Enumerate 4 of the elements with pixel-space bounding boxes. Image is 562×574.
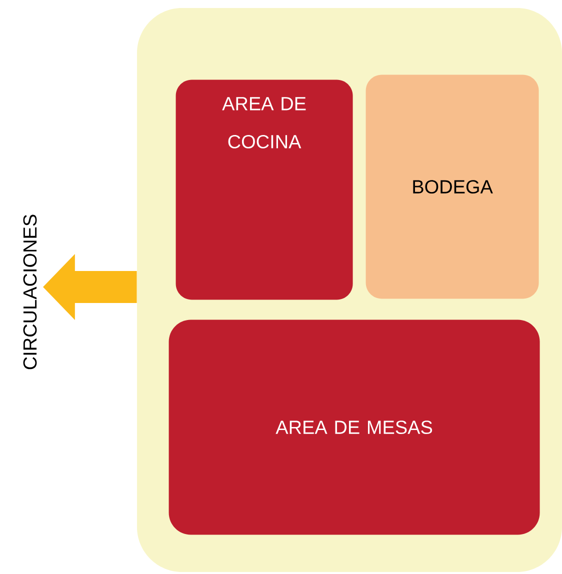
direction-label: CIRCULACIONES [23, 214, 37, 370]
room-box: AREA DE MESAS [168, 320, 540, 535]
room-label: AREA DE COCINA [222, 97, 306, 148]
room-box: BODEGA [366, 74, 539, 299]
